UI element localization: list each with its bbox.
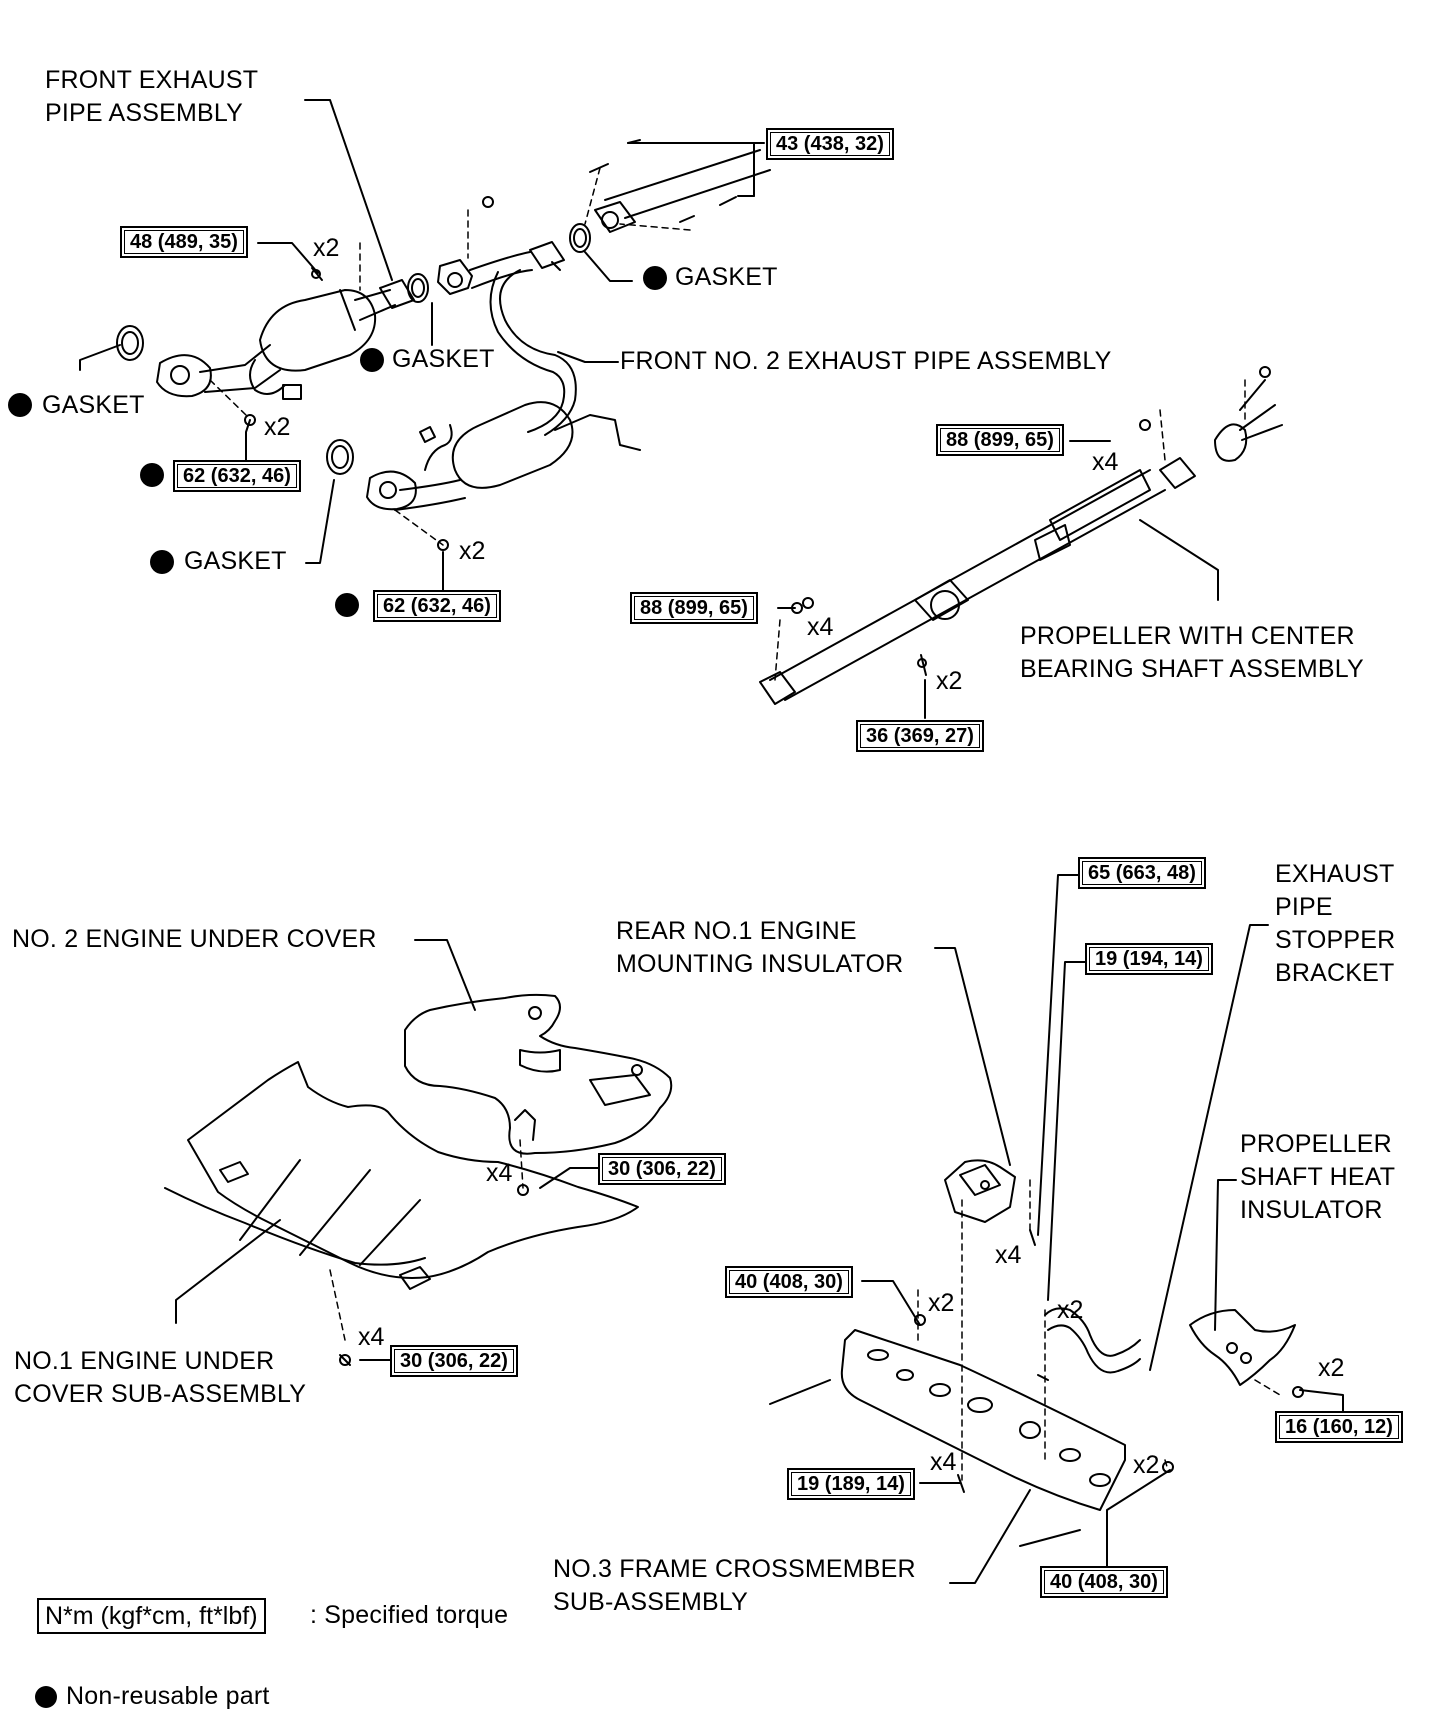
- gasket-label: GASKET: [184, 547, 287, 575]
- crossmember-drawing: [770, 1315, 1173, 1546]
- quantity-x2: x2: [936, 667, 963, 695]
- quantity-x2: x2: [1057, 1296, 1084, 1324]
- non-reusable-marker: [8, 393, 32, 417]
- torque-box: 62 (632, 46): [173, 460, 301, 492]
- non-reusable-marker: [140, 463, 164, 487]
- no2-engine-under-cover-label: NO. 2 ENGINE UNDER COVER: [12, 925, 377, 953]
- non-reusable-marker: [150, 550, 174, 574]
- legend-torque-description: : Specified torque: [310, 1601, 509, 1629]
- rear-mount-insulator-label: REAR NO.1 ENGINE MOUNTING INSULATOR: [616, 917, 904, 978]
- leader-lines: [80, 100, 1343, 1583]
- gasket-label: GASKET: [675, 263, 778, 291]
- quantity-x2: x2: [264, 413, 291, 441]
- quantity-x4: x4: [807, 613, 834, 641]
- torque-box: 30 (306, 22): [390, 1345, 518, 1377]
- quantity-x2: x2: [1133, 1451, 1160, 1479]
- torque-box: 16 (160, 12): [1275, 1411, 1403, 1443]
- gasket-label: GASKET: [42, 391, 145, 419]
- front-exhaust-pipe-label: FRONT EXHAUST PIPE ASSEMBLY: [45, 66, 259, 127]
- non-reusable-marker: [360, 348, 384, 372]
- non-reusable-marker: [643, 266, 667, 290]
- torque-box: 30 (306, 22): [598, 1153, 726, 1185]
- propeller-heat-insulator-label: PROPELLER SHAFT HEAT INSULATOR: [1240, 1130, 1396, 1224]
- no1-engine-under-cover-drawing: [165, 1062, 638, 1365]
- no1-engine-under-cover-label: NO.1 ENGINE UNDER COVER SUB-ASSEMBLY: [14, 1347, 307, 1408]
- quantity-x4: x4: [930, 1448, 957, 1476]
- torque-box: 88 (899, 65): [630, 592, 758, 624]
- torque-box: 48 (489, 35): [120, 226, 248, 258]
- torque-box: 19 (189, 14): [787, 1468, 915, 1500]
- torque-box: 88 (899, 65): [936, 424, 1064, 456]
- quantity-x4: x4: [995, 1241, 1022, 1269]
- quantity-x2: x2: [928, 1289, 955, 1317]
- front-no2-exhaust-pipe-drawing: [245, 140, 770, 550]
- legend-non-reusable-icon: [35, 1686, 57, 1708]
- propeller-heat-insulator-drawing: [1190, 1310, 1303, 1397]
- quantity-x4: x4: [1092, 448, 1119, 476]
- quantity-x2: x2: [1318, 1354, 1345, 1382]
- propeller-shaft-drawing: [760, 367, 1282, 704]
- legend-torque-unit: N*m (kgf*cm, ft*lbf): [37, 1598, 266, 1634]
- non-reusable-marker: [335, 593, 359, 617]
- torque-box: 40 (408, 30): [1040, 1566, 1168, 1598]
- torque-box: 40 (408, 30): [725, 1266, 853, 1298]
- torque-box: 43 (438, 32): [766, 128, 894, 160]
- quantity-x4: x4: [358, 1323, 385, 1351]
- torque-box: 36 (369, 27): [856, 720, 984, 752]
- rear-mount-insulator-drawing: [945, 1160, 1035, 1245]
- legend-non-reusable-text: Non-reusable part: [66, 1682, 270, 1710]
- quantity-x2: x2: [459, 537, 486, 565]
- no2-engine-under-cover-drawing: [405, 995, 671, 1154]
- exhaust-stopper-bracket-label: EXHAUST PIPE STOPPER BRACKET: [1275, 860, 1396, 987]
- front-exhaust-pipe-drawing: [117, 268, 428, 399]
- no3-frame-crossmember-label: NO.3 FRAME CROSSMEMBER SUB-ASSEMBLY: [553, 1555, 916, 1616]
- quantity-x4: x4: [486, 1159, 513, 1187]
- torque-box: 62 (632, 46): [373, 590, 501, 622]
- propeller-shaft-label: PROPELLER WITH CENTER BEARING SHAFT ASSE…: [1020, 622, 1364, 683]
- torque-box: 65 (663, 48): [1078, 857, 1206, 889]
- front-no2-exhaust-pipe-label: FRONT NO. 2 EXHAUST PIPE ASSEMBLY: [620, 347, 1112, 375]
- quantity-x2: x2: [313, 234, 340, 262]
- exhaust-stopper-bracket-drawing: [1038, 1308, 1140, 1380]
- gasket-label: GASKET: [392, 345, 495, 373]
- torque-box: 19 (194, 14): [1085, 943, 1213, 975]
